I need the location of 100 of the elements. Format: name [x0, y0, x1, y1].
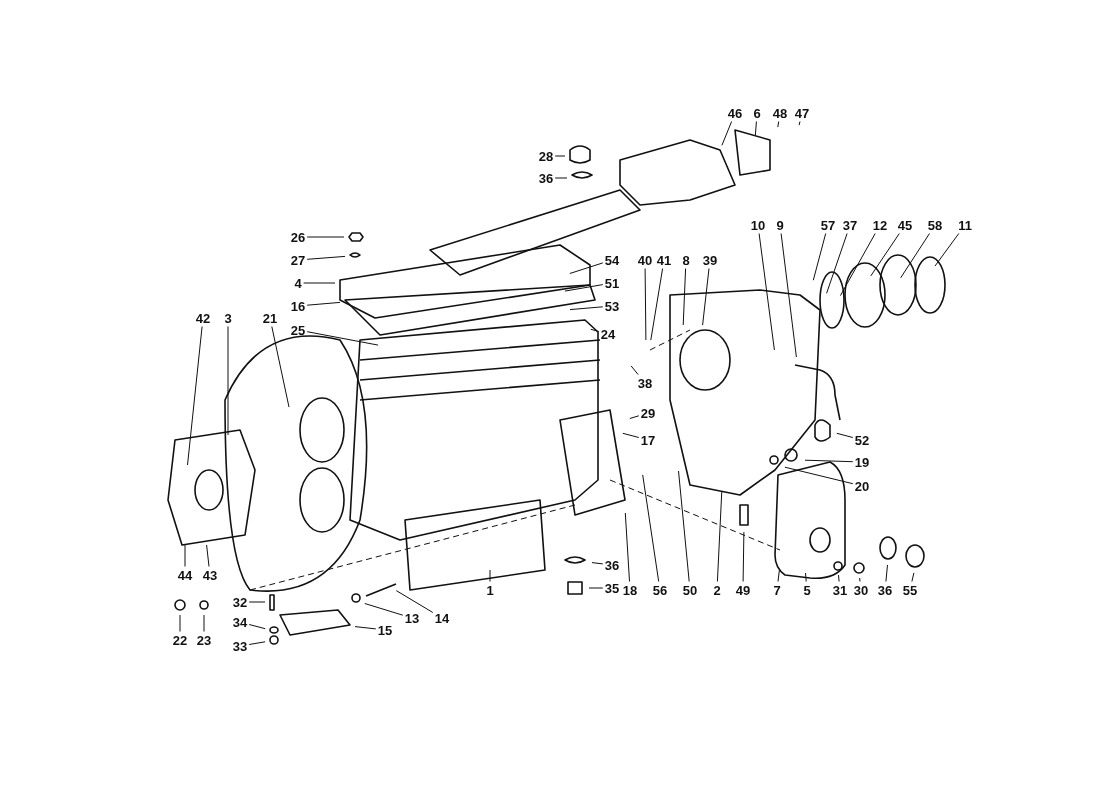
- leader-line: [754, 121, 757, 136]
- leader-line: [184, 544, 186, 567]
- leader-line: [569, 262, 604, 274]
- leader-line: [271, 326, 290, 408]
- leader-line: [591, 562, 604, 565]
- leader-line: [624, 512, 630, 582]
- callout-number: 29: [640, 405, 656, 421]
- leader-line: [702, 268, 710, 326]
- leader-line: [742, 531, 745, 582]
- leader-line: [179, 614, 181, 632]
- callout-number: 1: [486, 582, 494, 598]
- callout-number: 39: [702, 252, 718, 268]
- callout-number: 36: [604, 557, 620, 573]
- leader-line: [364, 603, 404, 616]
- leader-line: [306, 331, 379, 346]
- leader-line: [227, 326, 229, 436]
- callout-number: 22: [172, 632, 188, 648]
- callout-number: 17: [640, 432, 656, 448]
- leader-line: [758, 233, 775, 351]
- callout-number: 42: [195, 310, 211, 326]
- leader-line: [678, 470, 690, 582]
- callout-number: 50: [682, 582, 698, 598]
- callout-number: 13: [404, 610, 420, 626]
- leader-line: [798, 121, 801, 126]
- callout-number: 32: [232, 594, 248, 610]
- callout-number: 3: [224, 310, 232, 326]
- callout-number: 9: [776, 217, 784, 233]
- callout-number: 30: [853, 582, 869, 598]
- leader-line: [650, 268, 664, 341]
- leader-line: [569, 306, 604, 311]
- leader-line: [554, 155, 566, 157]
- callout-number: 18: [622, 582, 638, 598]
- callout-number: 12: [872, 217, 888, 233]
- callout-number: 34: [232, 614, 248, 630]
- callout-number: 6: [753, 105, 761, 121]
- leader-line: [203, 614, 205, 632]
- leader-line: [248, 641, 266, 645]
- leader-line: [629, 415, 640, 419]
- leader-line: [395, 590, 434, 613]
- callout-number: 27: [290, 252, 306, 268]
- leader-line: [784, 466, 854, 485]
- callout-number: 5: [803, 582, 811, 598]
- callout-number: 24: [600, 326, 616, 342]
- leader-line: [839, 233, 876, 297]
- leader-line: [630, 365, 639, 375]
- leader-line: [622, 432, 640, 438]
- callout-number: 46: [727, 105, 743, 121]
- leader-line: [590, 328, 600, 332]
- callout-number: 48: [772, 105, 788, 121]
- callout-number: 36: [877, 582, 893, 598]
- callout-number: 23: [196, 632, 212, 648]
- leader-line: [721, 121, 733, 146]
- callout-number: 49: [735, 582, 751, 598]
- callout-number: 19: [854, 454, 870, 470]
- leader-line: [489, 569, 491, 582]
- callout-number: 33: [232, 638, 248, 654]
- callout-number: 28: [538, 148, 554, 164]
- callout-number: 41: [656, 252, 672, 268]
- leader-line: [554, 177, 568, 179]
- callout-number: 56: [652, 582, 668, 598]
- leader-line: [777, 569, 780, 582]
- callout-number: 14: [434, 610, 450, 626]
- leader-line: [206, 544, 210, 567]
- callout-number: 52: [854, 432, 870, 448]
- leader-line: [885, 564, 888, 582]
- callout-number: 37: [842, 217, 858, 233]
- callout-number: 16: [290, 298, 306, 314]
- callout-number: 4: [294, 275, 302, 291]
- callout-number: 35: [604, 580, 620, 596]
- callout-number: 47: [794, 105, 810, 121]
- callout-number: 57: [820, 217, 836, 233]
- leader-line: [826, 233, 848, 294]
- leader-line: [306, 301, 341, 306]
- leader-line: [805, 572, 807, 582]
- leader-line: [303, 282, 336, 284]
- leader-line: [306, 255, 346, 260]
- leader-line: [859, 577, 861, 582]
- leader-line: [911, 572, 915, 582]
- callout-number: 51: [604, 275, 620, 291]
- callout-number: 53: [604, 298, 620, 314]
- leader-line: [780, 233, 797, 358]
- callout-number: 11: [958, 217, 972, 233]
- callout-number: 44: [177, 567, 193, 583]
- leader-line: [644, 268, 647, 341]
- leader-line: [682, 268, 687, 326]
- callout-number: 26: [290, 229, 306, 245]
- callout-number: 36: [538, 170, 554, 186]
- callout-number: 25: [290, 322, 306, 338]
- leader-line: [187, 326, 203, 466]
- leader-line: [838, 574, 840, 582]
- leader-line: [870, 233, 900, 277]
- callout-number: 10: [750, 217, 766, 233]
- callout-number: 2: [713, 582, 721, 598]
- callout-number: 7: [773, 582, 781, 598]
- callout-number: 45: [897, 217, 913, 233]
- leader-line: [248, 601, 266, 603]
- callout-number: 20: [854, 478, 870, 494]
- leader-line: [588, 587, 604, 589]
- leader-line: [642, 474, 660, 582]
- callout-number: 21: [262, 310, 278, 326]
